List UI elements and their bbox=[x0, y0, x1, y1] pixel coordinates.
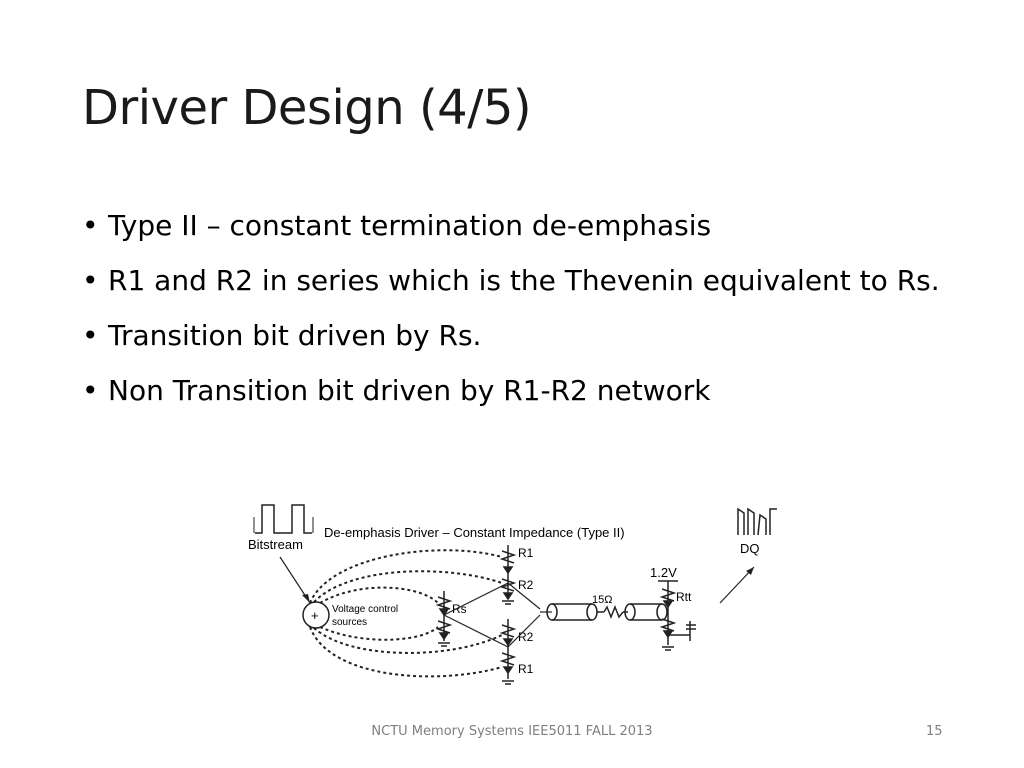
source-symbol: + bbox=[311, 608, 319, 623]
bitstream-label: Bitstream bbox=[248, 537, 303, 552]
driver-wires bbox=[443, 582, 552, 648]
line-impedance-label: 15Ω bbox=[592, 594, 612, 606]
bitstream-waveform bbox=[255, 504, 312, 534]
bullet-item: Non Transition bit driven by R1-R2 netwo… bbox=[78, 373, 958, 409]
rtt-label: Rtt bbox=[676, 590, 692, 604]
control-lines bbox=[309, 549, 503, 678]
bullet-item: Type II – constant termination de-emphas… bbox=[78, 208, 958, 244]
vtt-label: 1.2V bbox=[650, 565, 677, 580]
transmission-line bbox=[546, 603, 668, 621]
deemphasis-driver-schematic: Bitstream De-emphasis Driver – Constant … bbox=[248, 504, 777, 685]
dq-arrow bbox=[719, 566, 755, 604]
transistor-rs bbox=[435, 591, 453, 647]
bullet-item: R1 and R2 in series which is the Theveni… bbox=[78, 263, 958, 299]
bullet-item: Transition bit driven by Rs. bbox=[78, 318, 958, 354]
termination-network bbox=[658, 580, 696, 651]
footer-course: NCTU Memory Systems IEE5011 FALL 2013 bbox=[371, 724, 653, 739]
bullet-list: Type II – constant termination de-emphas… bbox=[78, 208, 958, 428]
transistor-r1-top bbox=[499, 545, 517, 583]
r1-bottom-label: R1 bbox=[518, 662, 534, 676]
r1-top-label: R1 bbox=[518, 546, 534, 560]
dq-label: DQ bbox=[740, 541, 760, 556]
slide-title: Driver Design (4/5) bbox=[82, 80, 532, 136]
page-number: 15 bbox=[926, 724, 943, 739]
voltage-source bbox=[302, 601, 330, 629]
r2-bottom-label: R2 bbox=[518, 630, 534, 644]
transistor-r2-bottom bbox=[499, 619, 517, 647]
dq-waveform bbox=[737, 507, 777, 536]
figure-caption: De-emphasis Driver – Constant Impedance … bbox=[324, 525, 625, 540]
voltage-label-line1: Voltage control bbox=[332, 604, 398, 615]
r2-top-label: R2 bbox=[518, 578, 534, 592]
transistor-r2-top bbox=[499, 578, 517, 605]
transistor-r1-bottom bbox=[499, 647, 517, 685]
voltage-label-line2: sources bbox=[332, 617, 367, 628]
